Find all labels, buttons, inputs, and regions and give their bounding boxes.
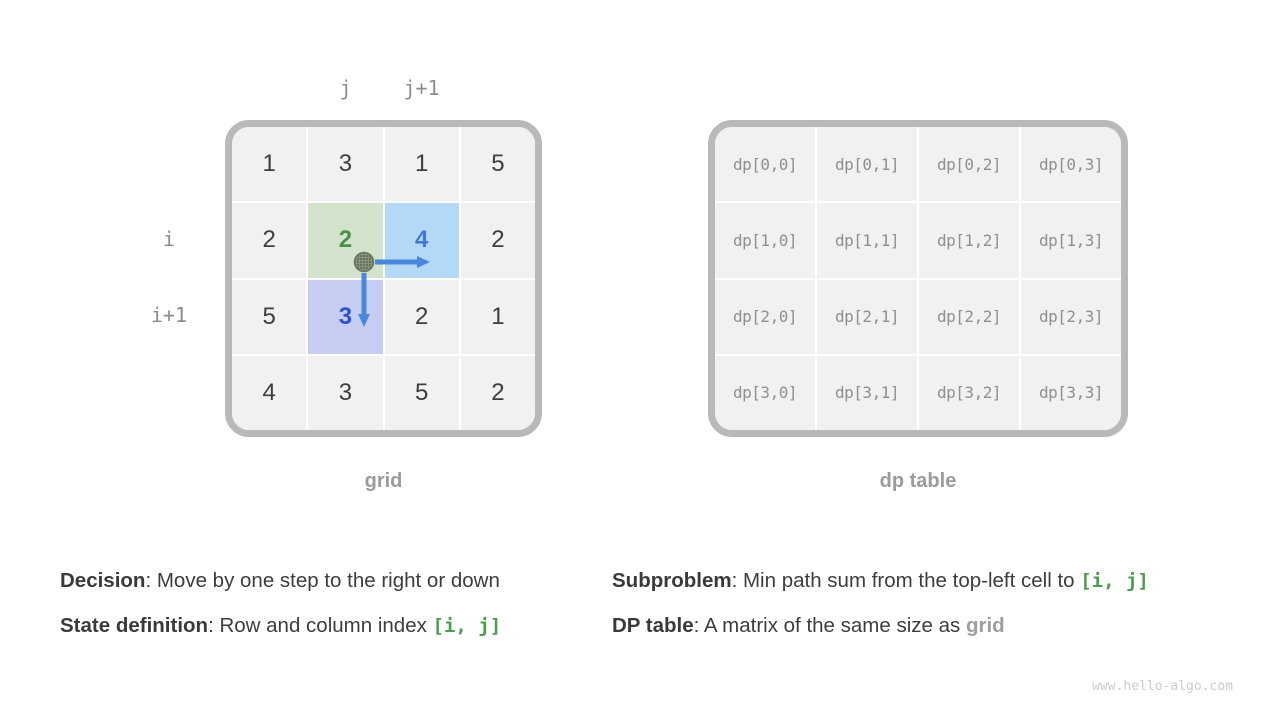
grid-cell: 2 — [460, 355, 535, 430]
grid-cell-current-green: 2 — [308, 203, 383, 278]
grid-cell: 5 — [232, 279, 307, 354]
row-label-i: i — [162, 227, 176, 251]
dp-cell: dp[1,2] — [919, 203, 1019, 278]
note-state-code: [i, j] — [432, 614, 502, 637]
note-dp-table-label: DP table — [612, 613, 694, 637]
dp-cell: dp[2,0] — [715, 279, 815, 354]
dp-cell: dp[2,3] — [1021, 279, 1121, 354]
note-subproblem-code: [i, j] — [1080, 569, 1149, 592]
grid-cell: 4 — [232, 355, 307, 430]
grid-cell-down-lavender: 3 — [308, 279, 383, 354]
dp-cell: dp[1,3] — [1021, 203, 1121, 278]
dp-cell: dp[3,1] — [817, 355, 917, 430]
grid-matrix: 1 3 1 5 2 2 4 2 5 3 2 1 4 3 5 2 — [225, 120, 542, 437]
dp-cell: dp[0,3] — [1021, 127, 1121, 202]
notes-left-column: Decision: Move by one step to the right … — [60, 558, 600, 648]
grid-cell: 2 — [232, 203, 307, 278]
grid-cell: 3 — [308, 127, 383, 202]
notes-right-column: Subproblem: Min path sum from the top-le… — [612, 558, 1252, 648]
grid-cell: 5 — [460, 127, 535, 202]
grid-cell-right-blue: 4 — [384, 203, 459, 278]
note-subproblem-text: : Min path sum from the top-left cell to — [731, 568, 1081, 592]
dp-cell: dp[2,2] — [919, 279, 1019, 354]
note-state-definition: State definition: Row and column index [… — [60, 603, 600, 648]
dp-table-matrix: dp[0,0] dp[0,1] dp[0,2] dp[0,3] dp[1,0] … — [708, 120, 1128, 437]
col-label-j: j — [339, 76, 352, 100]
grid-cell: 5 — [384, 355, 459, 430]
dp-table-caption: dp table — [879, 470, 957, 492]
grid-caption: grid — [364, 470, 403, 492]
note-subproblem: Subproblem: Min path sum from the top-le… — [612, 558, 1252, 603]
note-dp-table-text: : A matrix of the same size as — [693, 613, 966, 637]
dp-cell: dp[3,2] — [919, 355, 1019, 430]
note-dp-table: DP table: A matrix of the same size as g… — [612, 603, 1252, 648]
grid-cell: 1 — [384, 127, 459, 202]
note-decision-text: : Move by one step to the right or down — [145, 568, 500, 592]
note-state-text: : Row and column index — [208, 613, 433, 637]
dp-cell: dp[0,2] — [919, 127, 1019, 202]
note-decision: Decision: Move by one step to the right … — [60, 558, 600, 603]
col-label-j-plus-1: j+1 — [403, 76, 440, 100]
row-label-i-plus-1: i+1 — [150, 303, 188, 327]
grid-cell: 1 — [460, 279, 535, 354]
dp-cell: dp[3,3] — [1021, 355, 1121, 430]
dp-cell: dp[0,0] — [715, 127, 815, 202]
dp-cell: dp[1,0] — [715, 203, 815, 278]
dp-cell: dp[0,1] — [817, 127, 917, 202]
dp-cell: dp[2,1] — [817, 279, 917, 354]
grid-cell: 2 — [460, 203, 535, 278]
dp-cell: dp[3,0] — [715, 355, 815, 430]
note-subproblem-label: Subproblem — [612, 568, 732, 592]
note-decision-label: Decision — [60, 568, 146, 592]
dp-cell: dp[1,1] — [817, 203, 917, 278]
grid-cell: 1 — [232, 127, 307, 202]
note-dp-table-grid-ref: grid — [965, 613, 1005, 637]
grid-cell: 3 — [308, 355, 383, 430]
note-state-label: State definition — [60, 613, 209, 637]
grid-cell: 2 — [384, 279, 459, 354]
watermark: www.hello-algo.com — [1092, 679, 1233, 694]
